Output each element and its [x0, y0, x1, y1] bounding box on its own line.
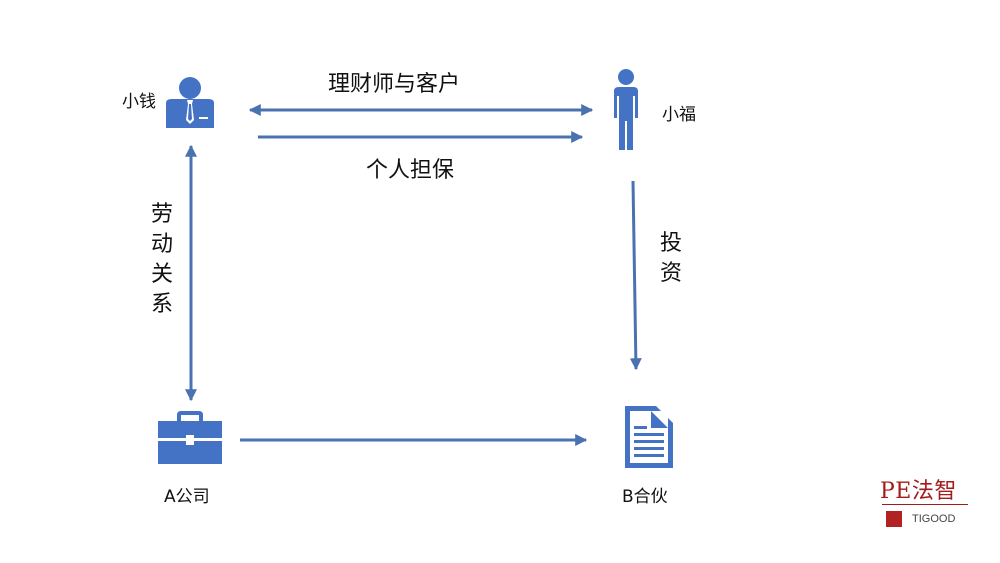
labor-relation-label: 劳动关系 [150, 202, 173, 317]
pe-fazhi-logo: PE法智 TIGOOD [880, 473, 970, 535]
company-a-label: A公司 [164, 487, 210, 507]
partnership-b-label: B合伙 [622, 487, 668, 507]
document-icon [625, 406, 673, 468]
advisor-client-label: 理财师与客户 [328, 72, 461, 97]
briefcase-icon [158, 411, 222, 464]
investment-arrow [629, 180, 642, 371]
personal-guarantee-label: 个人担保 [366, 158, 455, 183]
businessman-icon [166, 77, 214, 128]
investment-label: 投资 [659, 231, 682, 286]
logo-title: PE法智 [880, 479, 957, 504]
seal-icon [886, 511, 902, 527]
logo-subtitle: TIGOOD [912, 513, 956, 525]
xiaoqian-label: 小钱 [122, 92, 156, 112]
logo-divider [882, 504, 968, 505]
person-icon [614, 69, 638, 150]
xiaofu-label: 小福 [662, 105, 696, 125]
